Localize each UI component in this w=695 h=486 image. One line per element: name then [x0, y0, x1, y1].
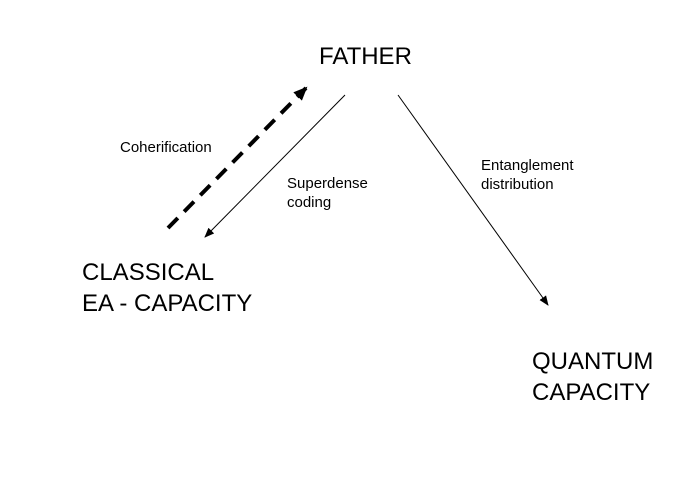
father-node-label: FATHER: [319, 41, 412, 72]
coherification-label: Coherification: [120, 138, 212, 157]
coherification-label-line: Coherification: [120, 139, 212, 156]
superdense-label-line-2: coding: [287, 194, 332, 211]
quantum-label-line-2: CAPACITY: [532, 379, 651, 406]
superdense-coding-label: Superdense coding: [287, 174, 368, 212]
entanglement-label-line-2: distribution: [481, 176, 554, 193]
classical-label-line-2: EA - CAPACITY: [82, 290, 253, 317]
entanglement-label-line-1: Entanglement: [481, 157, 574, 174]
coherification-arrow: [166, 86, 308, 230]
classical-label-line-1: CLASSICAL: [82, 259, 215, 286]
entanglement-distribution-label: Entanglement distribution: [481, 156, 574, 194]
quantum-capacity-node-label: QUANTUM CAPACITY: [532, 346, 653, 408]
quantum-label-line-1: QUANTUM: [532, 348, 654, 375]
entanglement-distribution-arrow: [397, 94, 549, 306]
classical-ea-capacity-node-label: CLASSICAL EA - CAPACITY: [82, 257, 252, 319]
father-label-line: FATHER: [319, 43, 412, 70]
superdense-label-line-1: Superdense: [287, 175, 368, 192]
superdense-coding-arrow: [204, 94, 346, 238]
